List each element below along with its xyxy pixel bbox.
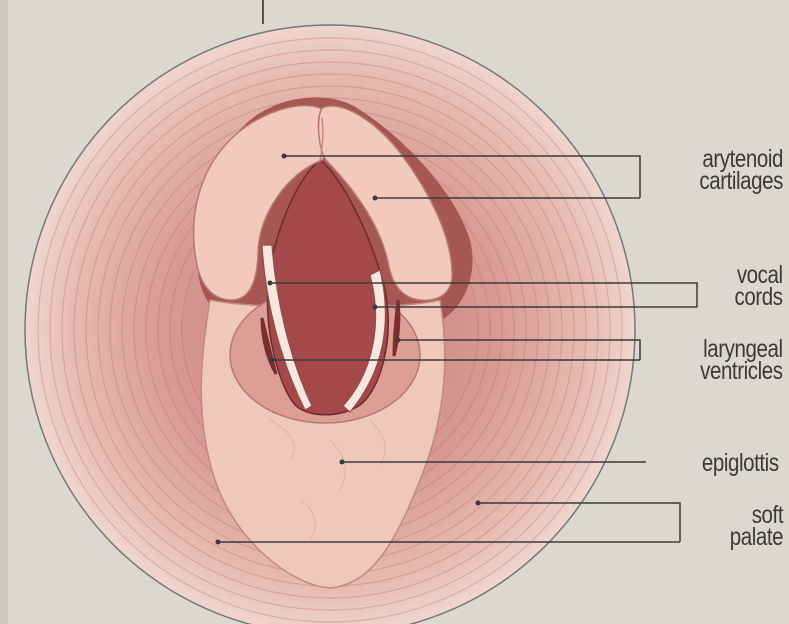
label-arytenoid-cartilages: arytenoid cartilages	[699, 148, 783, 192]
label-epiglottis: epiglottis	[702, 452, 779, 474]
label-epiglottis-line1: epiglottis	[702, 452, 779, 474]
label-vocal-line2: cords	[735, 286, 783, 308]
label-vocal-cords: vocal cords	[735, 264, 783, 308]
label-laryngeal-line2: ventricles	[701, 360, 783, 382]
top-connector-line	[262, 0, 264, 24]
label-arytenoid-line2: cartilages	[699, 170, 783, 192]
label-palate-line2: palate	[730, 526, 783, 548]
label-soft-palate: soft palate	[730, 504, 783, 548]
label-laryngeal-ventricles: laryngeal ventricles	[701, 338, 783, 382]
